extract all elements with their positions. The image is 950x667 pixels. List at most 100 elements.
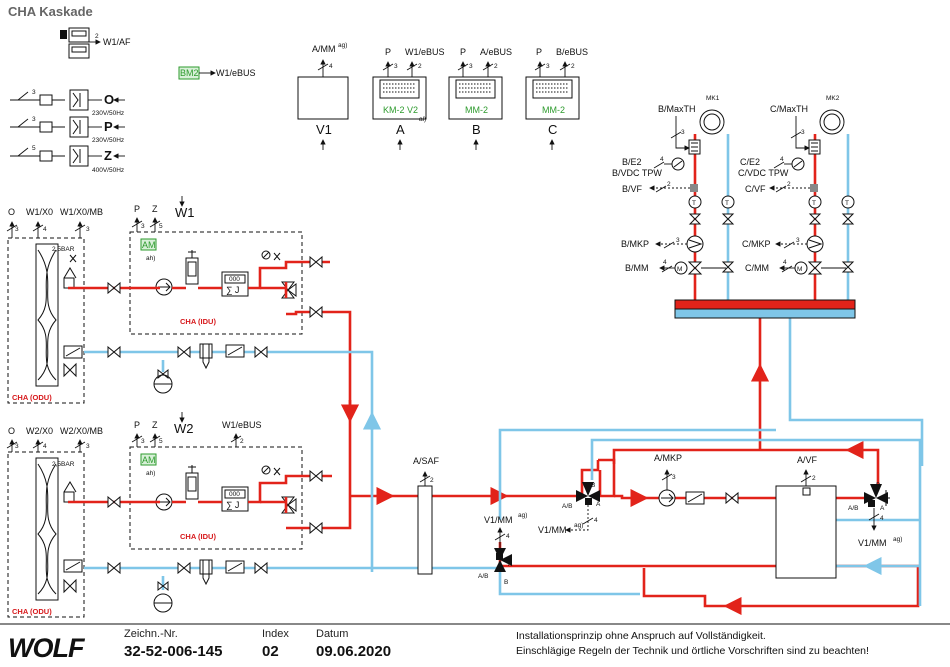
svg-text:000: 000 [229, 491, 240, 498]
module-a-name: KM-2 V2 [383, 105, 418, 115]
svg-text:C/VDC TPW: C/VDC TPW [738, 168, 789, 178]
svg-text:4: 4 [43, 226, 47, 233]
svg-text:A/B: A/B [562, 503, 572, 510]
date-value: 09.06.2020 [316, 643, 392, 660]
heat-pump-unit-w1: CHA (ODU) O W1/X0 W1/X0/MB 3 4 3 2,5BAR … [6, 196, 303, 404]
svg-text:4: 4 [506, 533, 510, 540]
svg-text:C/E2: C/E2 [740, 157, 760, 167]
legend-row-p: 3 P 230V/50Hz [10, 116, 125, 144]
svg-text:A/eBUS: A/eBUS [480, 47, 512, 57]
svg-text:V1/MM: V1/MM [538, 525, 567, 535]
svg-text:3: 3 [681, 129, 685, 136]
svg-text:T: T [725, 200, 729, 207]
drawing-no: 32-52-006-145 [124, 643, 223, 660]
svg-text:2: 2 [494, 63, 498, 70]
svg-text:M: M [677, 266, 682, 273]
module-a: KM-2 V2 al) P W1/eBUS 3 2 A [372, 47, 445, 150]
mixing-valve-right: B A A/B 4 V1/MM ag) [848, 482, 902, 548]
svg-text:3: 3 [394, 63, 398, 70]
drawing-no-label: Zeichn.-Nr. [124, 628, 178, 640]
svg-text:∑ J: ∑ J [226, 285, 239, 295]
circuit-mk1: MK1 B/MaxTH 3 B/E2 B/VDC TPW 4 B/VF 2 T … [612, 95, 735, 275]
svg-text:T: T [845, 200, 849, 207]
svg-text:C/MaxTH: C/MaxTH [770, 104, 808, 114]
index-value: 02 [262, 643, 279, 660]
svg-text:ag): ag) [893, 536, 902, 543]
svg-text:ag): ag) [518, 512, 527, 519]
storage-tank: A/VF 2 [775, 455, 837, 579]
svg-text:A/SAF: A/SAF [413, 456, 440, 466]
svg-text:T: T [692, 200, 696, 207]
svg-text:3: 3 [141, 223, 145, 230]
svg-text:O: O [104, 92, 114, 107]
svg-text:3: 3 [672, 474, 676, 481]
svg-text:P: P [134, 420, 140, 430]
svg-text:∑ J: ∑ J [226, 500, 239, 510]
svg-text:MK2: MK2 [826, 95, 840, 102]
svg-text:4: 4 [663, 259, 667, 266]
svg-text:C/MM: C/MM [745, 263, 769, 273]
svg-text:ag): ag) [338, 42, 347, 49]
diagram-title: CHA Kaskade [8, 4, 93, 19]
mixing-valve-top: B A A/B 4 V1/MM ag) [538, 482, 601, 535]
w2-idu-label: CHA (IDU) [180, 532, 216, 541]
svg-text:P: P [536, 47, 542, 57]
svg-text:4: 4 [880, 515, 884, 522]
svg-text:C: C [548, 122, 557, 137]
svg-text:B/E2: B/E2 [622, 157, 642, 167]
svg-text:B: B [472, 122, 481, 137]
legend-af-num: 2 [95, 33, 99, 40]
module-v1: 4 A/MM ag) V1 [297, 42, 349, 150]
svg-text:B/MaxTH: B/MaxTH [658, 104, 696, 114]
svg-text:A/VF: A/VF [797, 455, 818, 465]
svg-text:3: 3 [86, 443, 90, 450]
svg-text:P: P [460, 47, 466, 57]
module-c: MM-2 P B/eBUS 3 2 C [525, 47, 588, 150]
wolf-logo: WOLF [8, 633, 87, 662]
svg-text:WOLF: WOLF [8, 633, 86, 662]
svg-text:3: 3 [141, 438, 145, 445]
svg-text:3: 3 [32, 116, 36, 123]
svg-text:W2/X0/MB: W2/X0/MB [60, 426, 103, 436]
w1-id: W1 [175, 205, 195, 220]
svg-text:2: 2 [571, 63, 575, 70]
svg-text:3: 3 [796, 237, 800, 244]
svg-text:B/VDC TPW: B/VDC TPW [612, 168, 662, 178]
svg-text:A/MM: A/MM [312, 44, 336, 54]
svg-text:O: O [8, 426, 15, 436]
svg-text:P: P [134, 204, 140, 214]
svg-text:B/MM: B/MM [625, 263, 649, 273]
svg-text:MK1: MK1 [706, 95, 720, 102]
svg-text:W2/X0: W2/X0 [26, 426, 53, 436]
return-pipes [84, 134, 924, 606]
svg-text:2: 2 [667, 181, 671, 188]
svg-text:3: 3 [32, 89, 36, 96]
svg-text:T: T [812, 200, 816, 207]
svg-text:4: 4 [660, 156, 664, 163]
note-line-1: Installationsprinzip ohne Anspruch auf V… [516, 630, 766, 642]
svg-text:230V/50Hz: 230V/50Hz [92, 137, 124, 144]
legend-row-z: 5 Z 400V/50Hz [10, 145, 125, 174]
return-devices [153, 343, 245, 613]
svg-text:W1/X0/MB: W1/X0/MB [60, 207, 103, 217]
svg-text:4: 4 [783, 259, 787, 266]
svg-text:A: A [508, 561, 513, 568]
svg-text:4: 4 [780, 156, 784, 163]
svg-text:V1: V1 [316, 122, 332, 137]
svg-text:M: M [797, 266, 802, 273]
legend-af-label: W1/AF [103, 37, 131, 47]
svg-text:A: A [396, 122, 405, 137]
svg-text:B: B [876, 482, 880, 489]
w2-odu-label: CHA (ODU) [12, 607, 52, 616]
svg-text:ah): ah) [146, 255, 155, 262]
circuit-mk2: MK2 C/MaxTH 3 C/E2 C/VDC TPW 4 C/VF 2 T … [738, 95, 855, 275]
legend-row-o: 3 O 230V/50Hz [10, 89, 125, 117]
svg-text:4: 4 [594, 517, 598, 524]
svg-text:ag): ag) [574, 522, 583, 529]
svg-text:B/MKP: B/MKP [621, 239, 649, 249]
mixing-valve-bottom: A B A/B 4 V1/MM ag) [478, 512, 527, 586]
legend-bm2-bus: W1/eBUS [216, 68, 256, 78]
legend: 2 W1/AF BM2 W1/eBUS 3 O 230V/50Hz 3 [10, 27, 256, 174]
svg-text:3: 3 [15, 443, 19, 450]
